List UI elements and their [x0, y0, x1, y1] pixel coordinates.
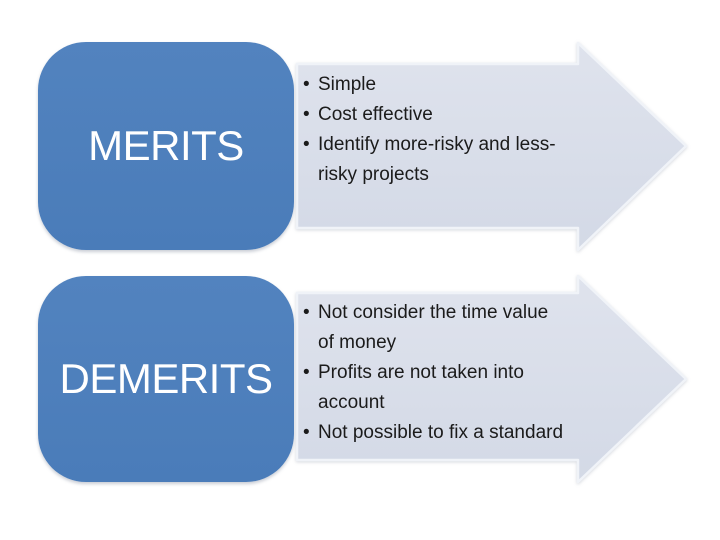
merits-box: MERITS: [38, 42, 294, 250]
bullet-line: Not possible to fix a standard: [318, 422, 564, 443]
demerits-box: DEMERITS: [38, 276, 294, 482]
bullet-item: • Identify more-risky and less- risky pr…: [300, 130, 590, 190]
bullet-item: • Profits are not taken into account: [300, 358, 590, 418]
bullet-marker: •: [303, 362, 310, 383]
merits-bullet-list: • Simple • Cost effective • Identify mor…: [300, 66, 590, 190]
demerits-label: DEMERITS: [59, 355, 273, 402]
bullet-line: risky projects: [318, 164, 429, 185]
bullet-marker: •: [303, 134, 310, 155]
merits-label: MERITS: [88, 122, 244, 169]
demerits-bullet-list: • Not consider the time value of money •…: [300, 294, 590, 448]
bullet-item: • Simple: [300, 70, 590, 100]
bullet-marker: •: [303, 74, 310, 95]
bullet-item: • Cost effective: [300, 100, 590, 130]
bullet-line: Simple: [318, 74, 377, 95]
bullet-line: Cost effective: [318, 104, 433, 125]
bullet-line: of money: [318, 332, 397, 353]
bullet-item: • Not possible to fix a standard: [300, 418, 590, 448]
bullet-marker: •: [303, 104, 310, 125]
bullet-item: • Not consider the time value of money: [300, 298, 590, 358]
bullet-line: account: [318, 392, 385, 413]
merits-right-arrow-shape: [295, 41, 688, 252]
bullet-marker: •: [303, 302, 310, 323]
bullet-line: Profits are not taken into: [318, 362, 524, 383]
demerits-right-arrow-shape: [295, 274, 688, 484]
bullet-marker: •: [303, 422, 310, 443]
bullet-line: Not consider the time value: [318, 302, 549, 323]
bullet-line: Identify more-risky and less-: [318, 134, 556, 155]
